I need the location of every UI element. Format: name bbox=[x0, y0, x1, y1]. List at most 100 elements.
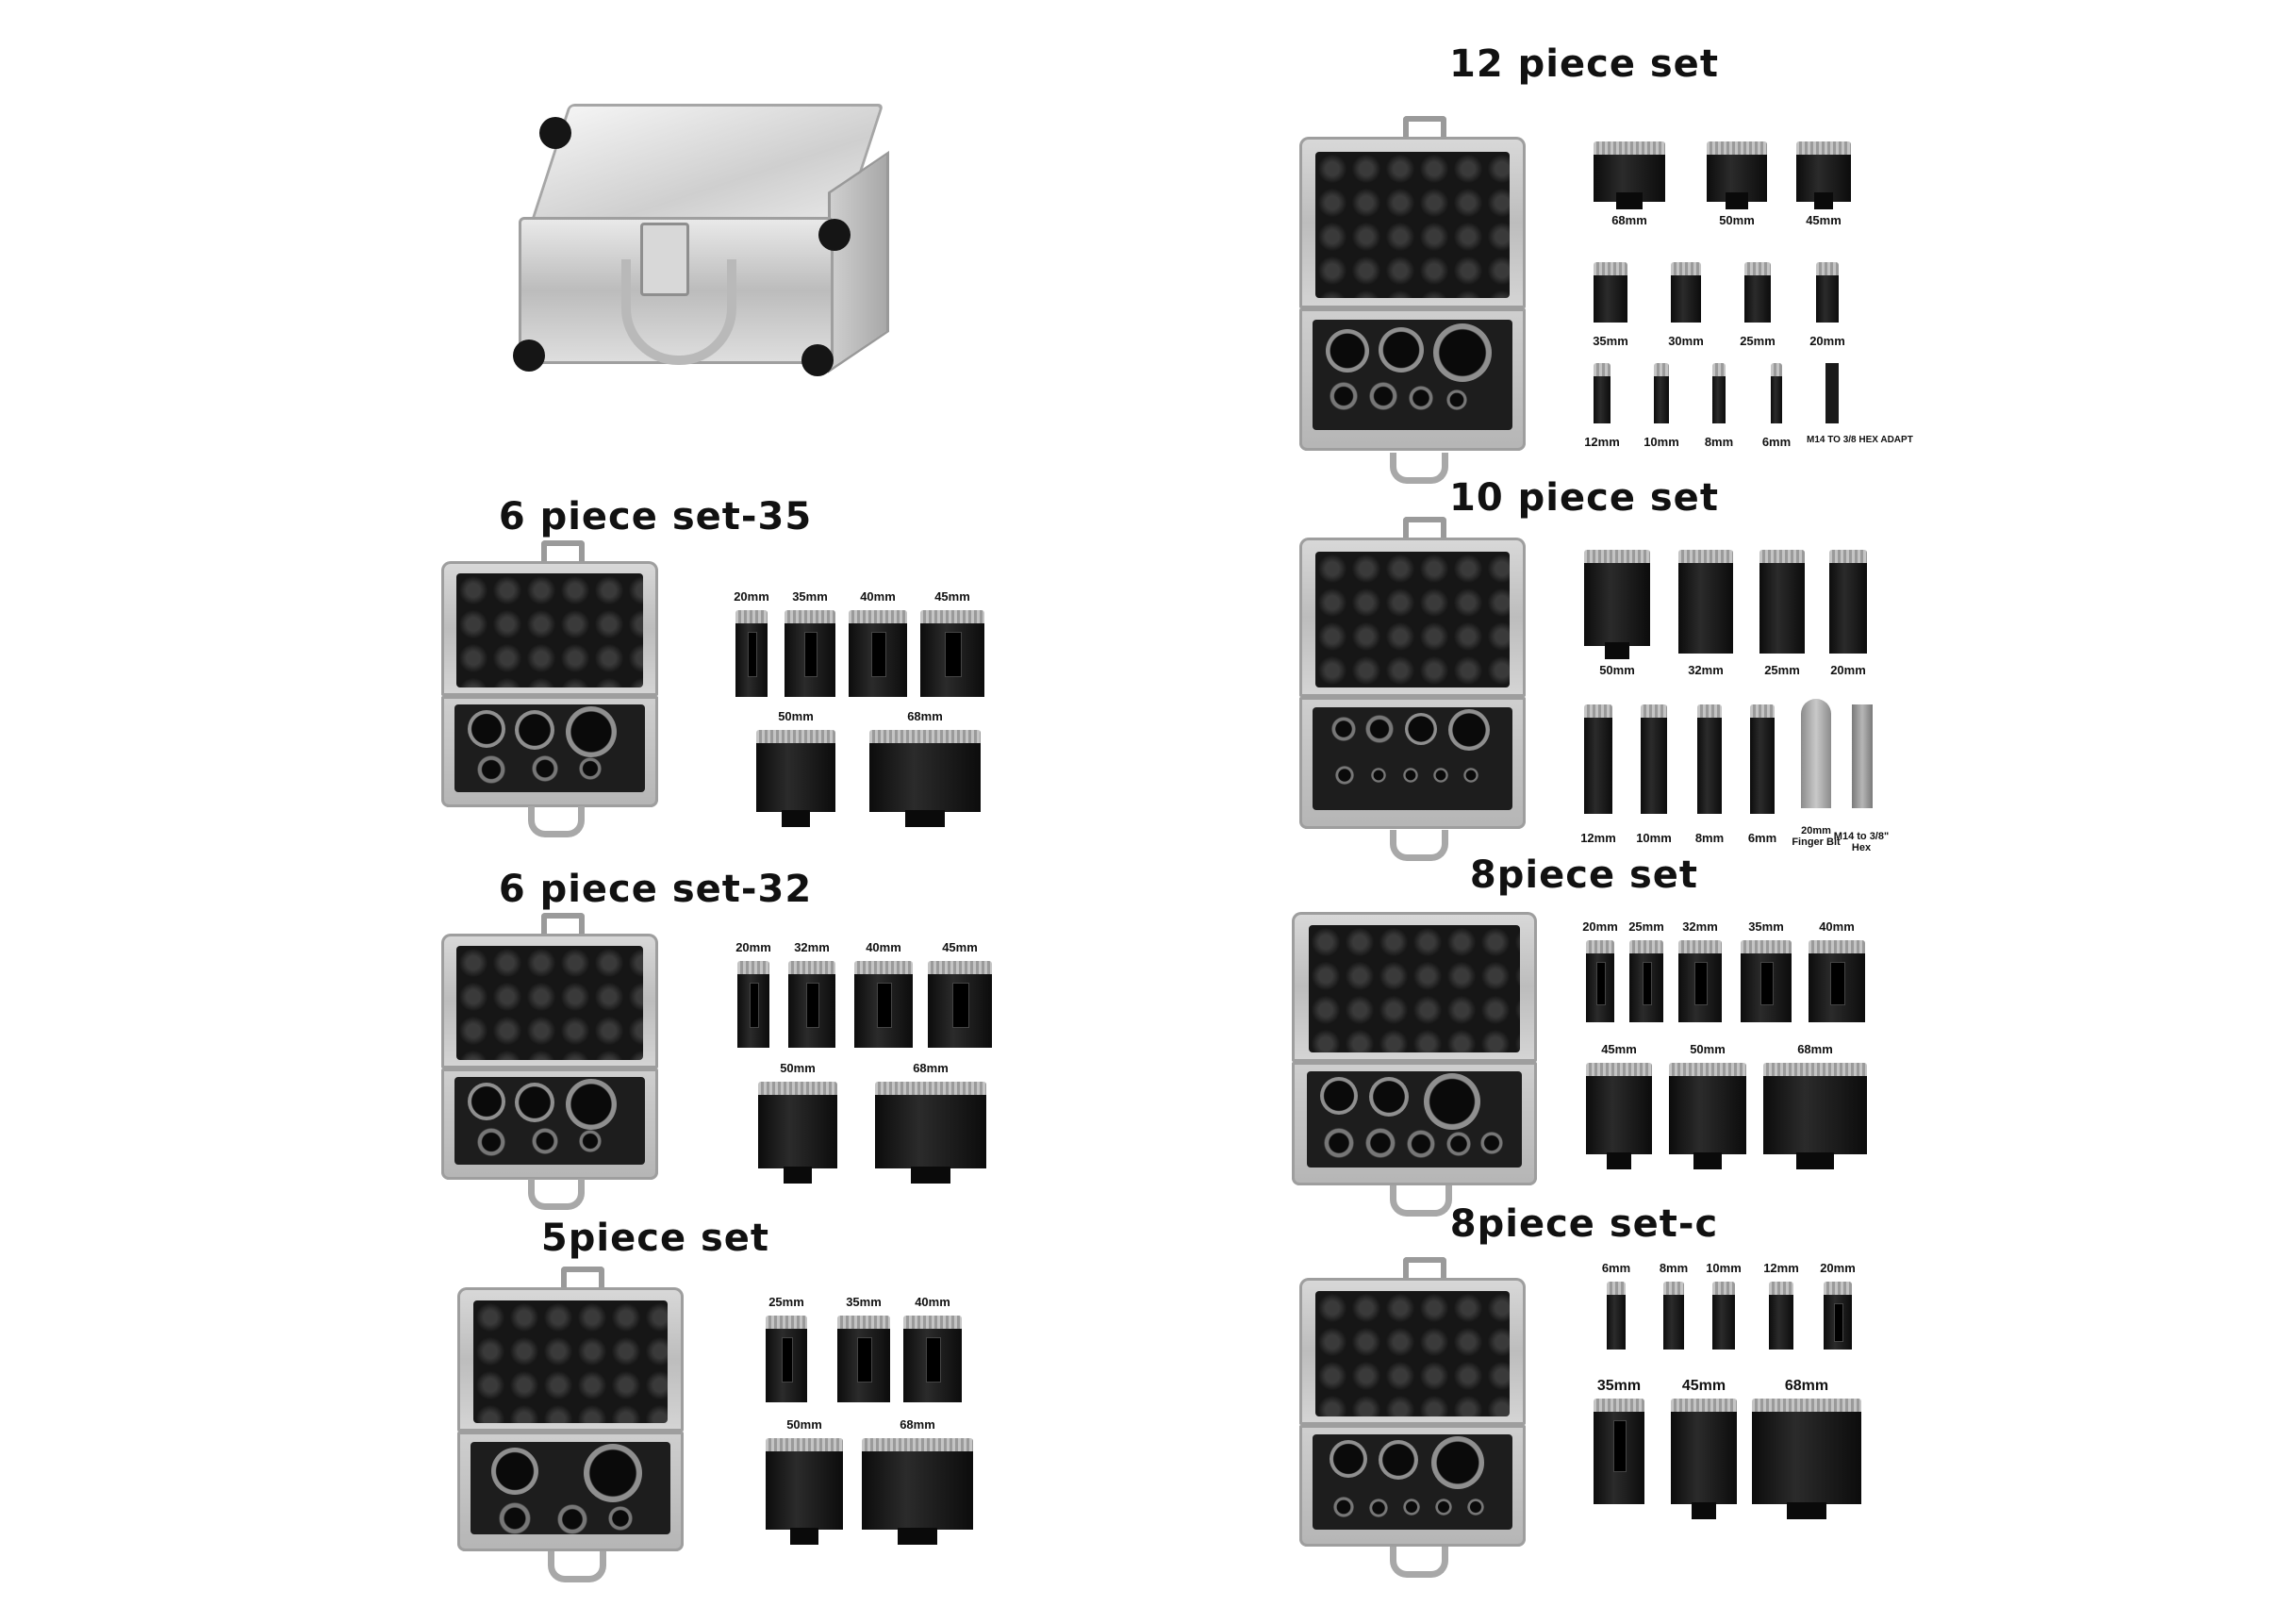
bit-68mm: 68mm bbox=[875, 1061, 986, 1184]
panel-empty-case bbox=[509, 94, 905, 396]
bit-hole bbox=[1431, 1436, 1485, 1490]
bit-hole bbox=[1331, 717, 1357, 742]
set-title: 12 piece set bbox=[1449, 42, 1719, 86]
bit-hex-adapter: M14 to 3/8" Hex bbox=[1834, 704, 1889, 853]
bit-20mm: 20mm bbox=[1582, 919, 1618, 1037]
bit-hole bbox=[578, 757, 602, 781]
bit-45mm: 45mm bbox=[928, 940, 992, 1063]
bit-tray bbox=[454, 1077, 646, 1165]
bit-hole bbox=[1423, 1073, 1480, 1131]
bit-hole bbox=[584, 1443, 643, 1502]
set-title: 6 piece set-35 bbox=[498, 495, 813, 538]
set-title: 6 piece set-32 bbox=[498, 868, 813, 911]
bit-hole bbox=[1368, 1077, 1409, 1118]
bit-68mm: 68mm bbox=[1752, 1378, 1861, 1519]
bit-hole bbox=[1335, 766, 1355, 786]
bit-hole bbox=[1403, 1499, 1421, 1516]
lid-foam bbox=[1314, 1291, 1511, 1416]
bit-hole bbox=[1433, 323, 1493, 383]
bit-40mm: 40mm bbox=[1809, 919, 1865, 1037]
set-title: 8piece set-c bbox=[1449, 1202, 1719, 1246]
bit-25mm: 25mm bbox=[1740, 262, 1776, 348]
panel-6-piece-set-32: 6 piece set-32 20mm 32mm 40mm 45mm 50mm … bbox=[434, 863, 1047, 1210]
case-image bbox=[1299, 1257, 1526, 1578]
case-top-handle bbox=[1403, 116, 1447, 154]
case-corner bbox=[539, 117, 571, 149]
case-base bbox=[457, 1432, 684, 1552]
bit-35mm: 35mm bbox=[1741, 919, 1792, 1037]
set-title: 10 piece set bbox=[1449, 476, 1719, 520]
case-top-handle bbox=[540, 540, 585, 578]
bit-hole bbox=[1371, 768, 1387, 784]
panel-10-piece-set: 10 piece set 50mm 32mm 25mm 20mm 12mm 10… bbox=[1292, 476, 1889, 861]
case-image bbox=[1299, 116, 1526, 484]
bit-hole bbox=[1446, 389, 1468, 411]
bit-hole bbox=[467, 710, 505, 749]
bit-25mm: 25mm bbox=[766, 1295, 807, 1417]
bit-8mm: 8mm bbox=[1695, 704, 1724, 846]
bit-25mm: 25mm bbox=[1628, 919, 1664, 1037]
case-corner bbox=[801, 344, 834, 376]
bit-hole bbox=[531, 1128, 558, 1155]
bit-hole bbox=[557, 1503, 588, 1534]
bit-hole bbox=[1369, 382, 1398, 411]
bit-hole bbox=[1379, 1440, 1419, 1481]
bit-68mm: 68mm bbox=[869, 709, 981, 827]
lid-foam bbox=[456, 945, 643, 1061]
case-lid bbox=[1299, 137, 1526, 308]
bit-hex-adapter: M14 TO 3/8 HEX ADAPT bbox=[1807, 363, 1913, 448]
case-lid bbox=[441, 934, 658, 1068]
bit-6mm: 6mm bbox=[1762, 363, 1791, 449]
bit-hole bbox=[1379, 327, 1425, 373]
bit-20mm: 20mm bbox=[1820, 1261, 1856, 1365]
lid-foam bbox=[1314, 552, 1511, 687]
bit-hole bbox=[1405, 713, 1438, 746]
bit-hole bbox=[1364, 1128, 1396, 1159]
lid-foam bbox=[1314, 152, 1511, 299]
case-top-handle bbox=[1403, 517, 1447, 555]
bit-10mm: 10mm bbox=[1706, 1261, 1742, 1365]
bit-tray bbox=[1306, 1071, 1523, 1168]
bit-hole bbox=[565, 1079, 617, 1131]
bit-12mm: 12mm bbox=[1580, 704, 1616, 846]
bit-20mm: 20mm bbox=[735, 940, 771, 1063]
bit-tray bbox=[1313, 320, 1512, 431]
bit-8mm: 8mm bbox=[1660, 1261, 1688, 1365]
bit-hole bbox=[1333, 1497, 1355, 1518]
case-base bbox=[441, 696, 658, 808]
lid-foam bbox=[472, 1300, 669, 1424]
case-base bbox=[1299, 308, 1526, 451]
bit-hole bbox=[1467, 1499, 1485, 1516]
case-handle bbox=[528, 806, 585, 837]
case-handle bbox=[1390, 830, 1448, 861]
bit-hole bbox=[1435, 1499, 1453, 1516]
bit-8mm: 8mm bbox=[1705, 363, 1733, 449]
bit-40mm: 40mm bbox=[849, 589, 907, 712]
bit-40mm: 40mm bbox=[903, 1295, 962, 1417]
bit-32mm: 32mm bbox=[1678, 919, 1722, 1037]
bit-tray bbox=[454, 704, 646, 792]
bit-32mm: 32mm bbox=[788, 940, 835, 1063]
bit-hole bbox=[476, 1128, 505, 1157]
case-lid bbox=[441, 561, 658, 696]
bit-25mm: 25mm bbox=[1759, 550, 1805, 682]
bit-10mm: 10mm bbox=[1636, 704, 1672, 846]
bit-hole bbox=[1403, 768, 1419, 784]
case-lid bbox=[1292, 912, 1537, 1062]
case-image bbox=[441, 913, 658, 1210]
lid-foam bbox=[456, 572, 643, 688]
case-image bbox=[1299, 517, 1526, 861]
bit-hole bbox=[565, 706, 617, 758]
set-title: 5piece set bbox=[540, 1217, 770, 1260]
bit-35mm: 35mm bbox=[1594, 1378, 1644, 1519]
bit-50mm: 50mm bbox=[1669, 1042, 1746, 1169]
bit-50mm: 50mm bbox=[1584, 550, 1650, 682]
case-handle bbox=[528, 1179, 585, 1210]
bit-20mm: 20mm bbox=[1809, 262, 1845, 348]
bit-hole bbox=[476, 755, 505, 785]
bit-45mm: 45mm bbox=[920, 589, 984, 712]
bit-6mm: 6mm bbox=[1748, 704, 1776, 846]
bit-68mm: 68mm bbox=[1763, 1042, 1867, 1169]
bit-68mm: 68mm bbox=[1594, 141, 1665, 227]
bit-hole bbox=[1330, 1440, 1368, 1479]
